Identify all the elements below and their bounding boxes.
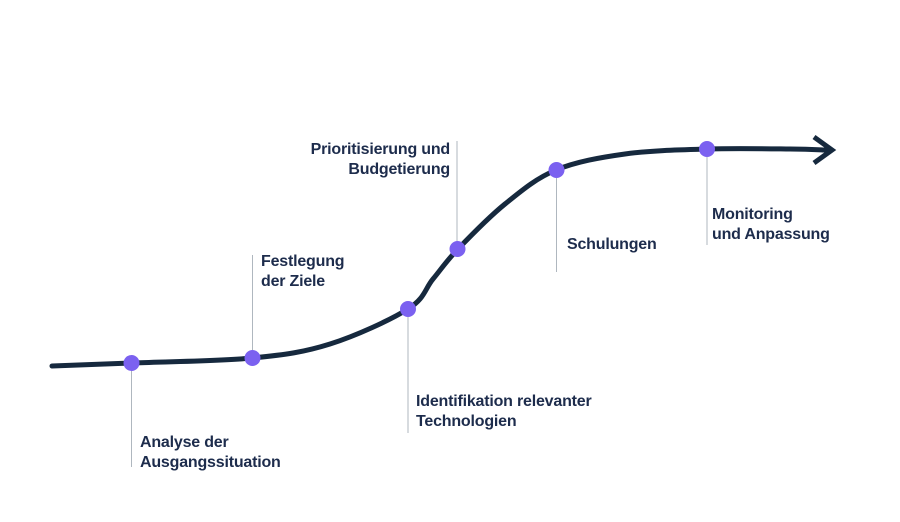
label-line: Identifikation relevanter bbox=[416, 393, 592, 410]
milestone-dot bbox=[699, 141, 715, 157]
milestone-dot bbox=[123, 355, 140, 371]
label-line: Ausgangssituation bbox=[140, 454, 281, 471]
arrow-icon bbox=[812, 134, 837, 166]
label-line: Analyse der bbox=[140, 434, 229, 451]
milestone-label-identifikation-relevanter-technologien: Identifikation relevanter Technologien bbox=[416, 392, 592, 432]
milestone-dot bbox=[548, 162, 565, 178]
milestone-dot bbox=[244, 350, 261, 366]
milestone-label-analyse-der-ausgangssituation: Analyse der Ausgangssituation bbox=[140, 433, 281, 473]
label-line: Monitoring bbox=[712, 206, 793, 223]
label-line: Budgetierung bbox=[348, 161, 450, 178]
label-line: der Ziele bbox=[261, 273, 326, 290]
milestone-label-monitoring-und-anpassung: Monitoring und Anpassung bbox=[712, 205, 830, 245]
label-line: Festlegung bbox=[261, 253, 345, 270]
milestone-dot bbox=[400, 301, 416, 317]
milestone-label-prioritisierung-und-budgetierung: Prioritisierung und Budgetierung bbox=[310, 140, 451, 180]
milestone-label-schulungen: Schulungen bbox=[567, 235, 657, 255]
process-curve bbox=[49, 146, 829, 369]
label-line: Schulungen bbox=[567, 236, 657, 253]
milestone-dot bbox=[449, 241, 466, 257]
milestone-label-festlegung-der-ziele: Festlegung der Ziele bbox=[261, 252, 345, 292]
label-line: Prioritisierung und bbox=[310, 141, 451, 158]
label-line: Technologien bbox=[416, 413, 517, 430]
label-line: und Anpassung bbox=[712, 226, 830, 243]
